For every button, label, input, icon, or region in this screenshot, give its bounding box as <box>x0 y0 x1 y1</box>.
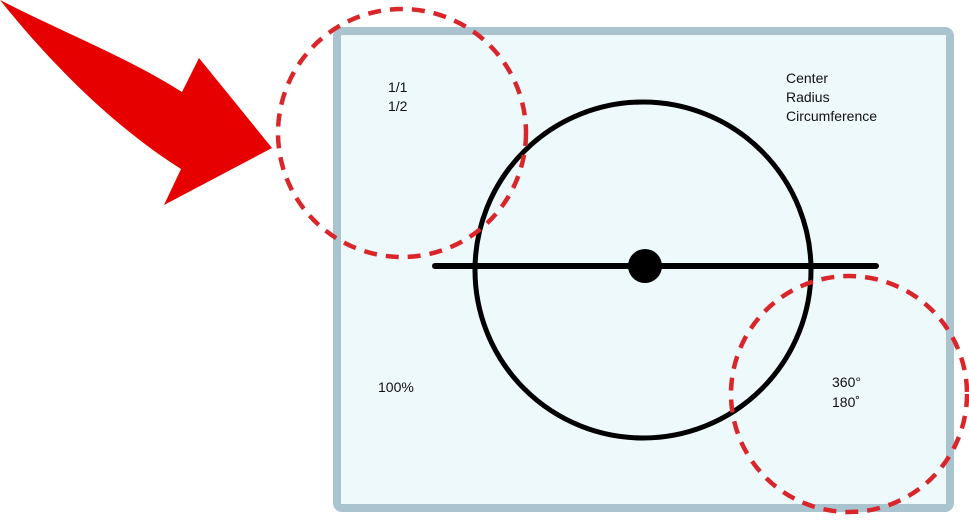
curved-arrow-icon <box>0 0 272 205</box>
highlight-circle-top-left <box>275 6 529 260</box>
highlight-circle-bottom-right <box>728 273 969 515</box>
radius-label: Radius <box>786 89 830 105</box>
fraction-whole-label: 1/1 <box>388 79 408 95</box>
circumference-circle <box>472 99 814 441</box>
circumference-label: Circumference <box>786 108 878 124</box>
fraction-half-label: 1/2 <box>388 98 408 114</box>
percent-label: 100% <box>378 379 414 395</box>
center-dot <box>628 249 662 283</box>
degrees-half-label: 180˚ <box>832 394 861 410</box>
center-label: Center <box>786 70 829 86</box>
degrees-full-label: 360° <box>832 374 861 390</box>
